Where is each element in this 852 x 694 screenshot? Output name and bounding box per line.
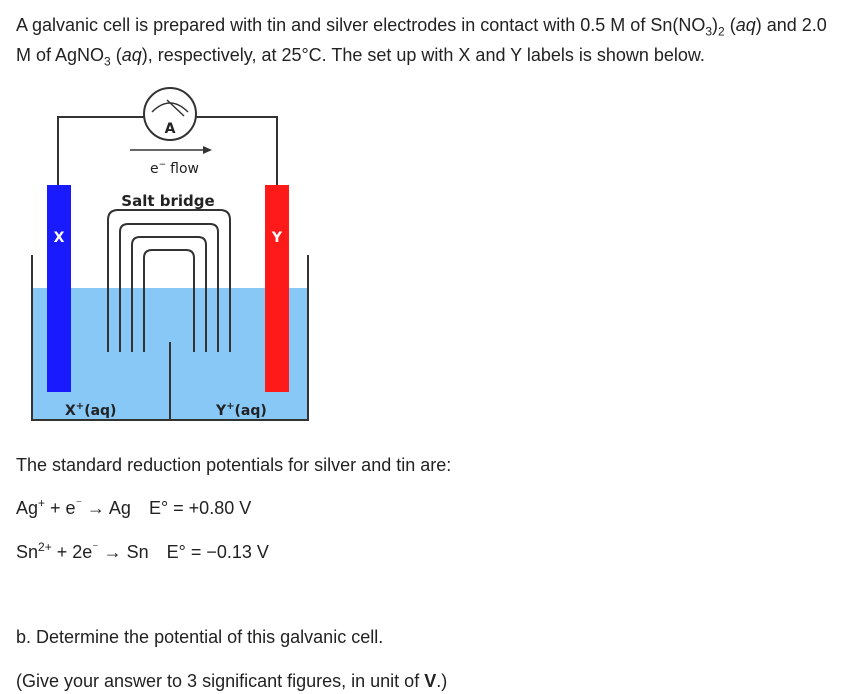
tin-potential: E° = −0.13 V	[166, 542, 269, 562]
problem-intro: A galvanic cell is prepared with tin and…	[16, 15, 827, 69]
salt-bridge	[107, 209, 231, 352]
wire	[196, 116, 278, 185]
ammeter-label: A	[165, 121, 176, 137]
question: b. Determine the potential of this galva…	[16, 627, 384, 647]
left-solution-label: X+(aq)	[65, 401, 116, 419]
wire	[57, 116, 144, 185]
left-electrode-label: X	[54, 230, 65, 246]
right-solution-label: Y+(aq)	[215, 401, 267, 419]
galvanic-cell-diagram: A e−flow Salt bridge X Y X+(aq) Y+(aq)	[31, 87, 309, 421]
electron-flow-label: e−flow	[150, 160, 199, 177]
right-electrode-label: Y	[271, 230, 283, 246]
ammeter-icon: A	[143, 87, 197, 141]
salt-bridge-label: Salt bridge	[121, 192, 214, 210]
potentials-intro: The standard reduction potentials for si…	[16, 455, 452, 475]
left-electrode	[47, 185, 71, 392]
right-electrode	[265, 185, 289, 392]
silver-potential: E° = +0.80 V	[148, 498, 252, 518]
arrowhead-icon	[203, 146, 212, 154]
instruction: (Give your answer to 3 significant figur…	[16, 671, 448, 691]
